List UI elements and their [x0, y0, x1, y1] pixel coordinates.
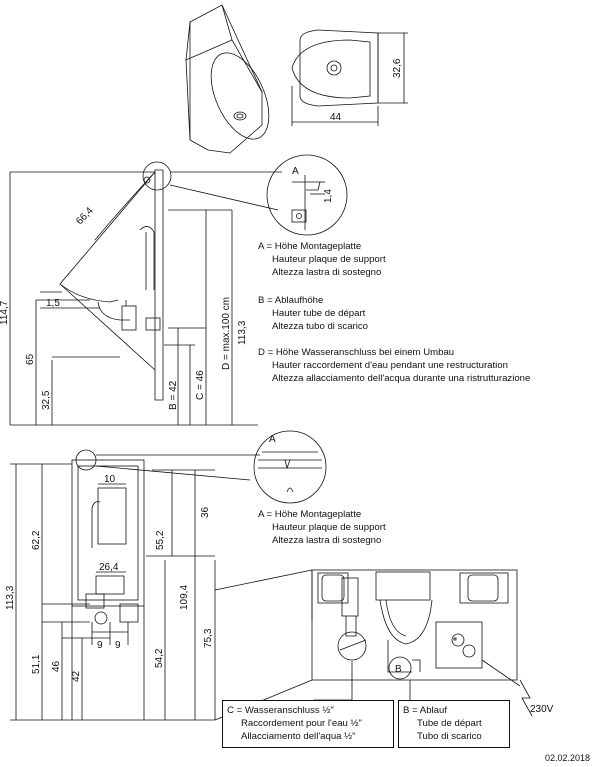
note-d-side-it: Altezza allacciamento dell'acqua durante… — [272, 373, 531, 384]
note-b-side-label: B = Ablaufhöhe — [258, 295, 324, 306]
note-d-side: D = Höhe Wasseranschluss bei einem Umbau… — [258, 346, 530, 385]
side-detail-a — [266, 154, 348, 236]
dim-26-4: 26,4 — [99, 562, 119, 573]
voltage-label: 230V — [530, 704, 554, 715]
dim-1-4: 1,4 — [323, 189, 334, 203]
note-a-side-fr: Hauteur plaque de support — [272, 254, 386, 265]
note-a-front-label: A = Höhe Montageplatte — [258, 509, 362, 520]
dim-42: 42 — [71, 670, 82, 682]
note-a-front: A = Höhe Montageplatte Hauteur plaque de… — [258, 508, 386, 547]
box-b-label: B = Ablauf — [403, 705, 448, 716]
dim-109-4: 109,4 — [179, 585, 190, 610]
connection-detail — [214, 569, 533, 721]
dim-46: 46 — [51, 660, 62, 672]
dim-b-42: B = 42 — [168, 380, 179, 410]
detail-tag-a-side: A — [292, 166, 299, 177]
note-a-side: A = Höhe Montageplatte Hauteur plaque de… — [258, 240, 386, 279]
front-detail-a — [253, 430, 327, 504]
dim-114-7: 114,7 — [0, 300, 10, 325]
dim-32-5: 32,5 — [41, 390, 52, 410]
note-a-front-fr: Hauteur plaque de support — [272, 522, 386, 533]
dim-113-3-front: 113,3 — [5, 585, 16, 610]
detail-tag-a-front: A — [269, 434, 276, 445]
box-c-label: C = Wasseranschluss ½" — [227, 705, 334, 716]
box-water-connection: C = Wasseranschluss ½" Raccordement pour… — [222, 700, 394, 748]
note-b-side: B = Ablaufhöhe Hauter tube de départ Alt… — [258, 294, 368, 333]
dim-9a: 9 — [97, 640, 103, 651]
dim-113-3-side: 113,3 — [237, 320, 248, 345]
note-b-side-fr: Hauter tube de départ — [272, 308, 366, 319]
dim-65: 65 — [25, 353, 36, 365]
note-b-side-it: Altezza tubo di scarico — [272, 321, 368, 332]
dim-1-5: 1,5 — [46, 298, 60, 309]
dim-51-1: 51,1 — [31, 654, 42, 674]
dim-d-max: D = max.100 cm — [221, 297, 232, 370]
dim-9b: 9 — [115, 640, 121, 651]
connection-tag-b: B — [395, 664, 402, 675]
box-c-it: Allacciamento dell'aqua ½" — [241, 731, 356, 742]
dim-44: 44 — [330, 112, 342, 123]
side-view-urinal — [9, 161, 282, 426]
dim-55-2: 55,2 — [155, 530, 166, 550]
box-b-fr: Tube de départ — [417, 718, 482, 729]
note-d-side-label: D = Höhe Wasseranschluss bei einem Umbau — [258, 347, 455, 358]
plan-view-urinal — [291, 29, 408, 126]
note-a-side-label: A = Höhe Montageplatte — [258, 241, 362, 252]
dim-c-46: C = 46 — [195, 370, 206, 400]
front-view-urinal — [10, 449, 260, 721]
note-a-side-it: Altezza lastra di sostegno — [272, 267, 382, 278]
box-b-it: Tubo di scarico — [417, 731, 482, 742]
box-drain: B = Ablauf Tube de départ Tubo di scaric… — [398, 700, 510, 748]
dim-36: 36 — [200, 506, 211, 518]
dim-10: 10 — [104, 474, 116, 485]
dim-66-4: 66,4 — [74, 205, 96, 227]
note-d-side-fr: Hauter raccordement d'eau pendant une re… — [272, 360, 508, 371]
box-c-text: C = Wasseranschluss ½" Raccordement pour… — [227, 704, 362, 743]
note-a-front-it: Altezza lastra di sostegno — [272, 535, 382, 546]
dim-75-3: 75,3 — [203, 628, 214, 648]
dim-54-2: 54,2 — [154, 648, 165, 668]
box-c-fr: Raccordement pour l'eau ½" — [241, 718, 362, 729]
drawing-date: 02.02.2018 — [544, 753, 590, 763]
isometric-urinal — [185, 4, 270, 154]
dim-62-2: 62,2 — [31, 530, 42, 550]
box-b-text: B = Ablauf Tube de départ Tubo di scaric… — [403, 704, 482, 743]
dim-32-6: 32,6 — [392, 58, 403, 78]
